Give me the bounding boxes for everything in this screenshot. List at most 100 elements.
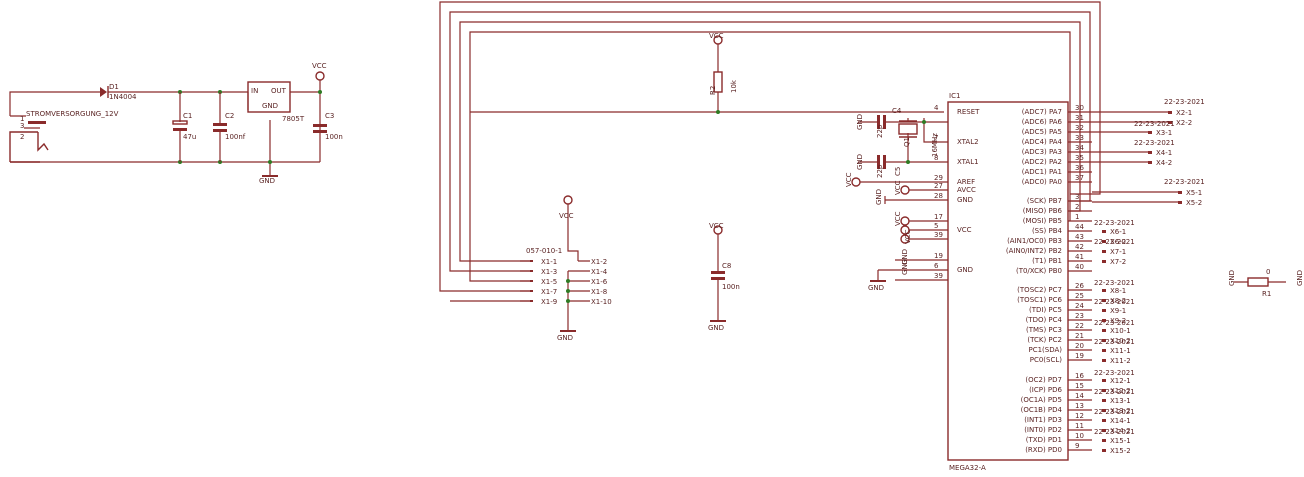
power-label-5: GND xyxy=(875,189,883,205)
connector-pin[interactable] xyxy=(1102,449,1106,452)
connector-group-label-11: 22-23-2021 xyxy=(1094,369,1135,377)
mcu-right-pin-num: 2 xyxy=(1075,203,1079,211)
connector-pin[interactable] xyxy=(1102,429,1106,432)
connector-group-label-3: 22-23-2021 xyxy=(1134,139,1175,147)
power-supply-section: STROMVERSORGUNG_12V 1 3 2 D1 1N4004 C1 4… xyxy=(9,62,343,185)
mcu-left-pin-num: 6 xyxy=(934,262,939,270)
mcu-right-pin-num: 9 xyxy=(1075,442,1079,450)
header-pin-x1-2: X1-2 xyxy=(591,258,607,266)
header-pin-x1-5: X1-5 xyxy=(541,278,557,286)
bus-wires xyxy=(439,1,1101,302)
header-pin-x1-8: X1-8 xyxy=(591,288,607,296)
connector-pin[interactable] xyxy=(1102,299,1106,302)
mcu-right-pin-label: (OC1A) PD5 xyxy=(1021,396,1062,404)
connector-pin[interactable] xyxy=(1148,161,1152,164)
connector-pin-3: 3 xyxy=(20,122,24,130)
connector-pin[interactable] xyxy=(1102,359,1106,362)
mcu-name: IC1 xyxy=(949,92,960,100)
mcu-right-pin-label: (ADC5) PA5 xyxy=(1022,128,1062,136)
connector-label: X15-2 xyxy=(1110,447,1131,455)
mcu-right-pin-label: (ADC1) PA1 xyxy=(1022,168,1062,176)
connector-group-labels: 22-23-2021 22-23-2021 22-23-2021 22-23-2… xyxy=(1094,98,1205,436)
vcc-label-power: VCC xyxy=(312,62,327,70)
connector-pin[interactable] xyxy=(1168,111,1172,114)
connector-label: X15-1 xyxy=(1110,437,1131,445)
c8-name: C8 xyxy=(722,262,731,270)
power-label-2: VCC xyxy=(894,180,902,195)
connector-pin[interactable] xyxy=(1102,289,1106,292)
mcu-left-pin-num: 7 xyxy=(934,134,938,142)
c2-value: 100nf xyxy=(225,133,246,141)
connector-pin[interactable] xyxy=(1102,230,1106,233)
connector-group-label-12: 22-23-2021 xyxy=(1094,388,1135,396)
header-057-010-1[interactable]: 057-010-1 X1-1 X1-3 X1-5 X1-7 X1-9 X1-2 … xyxy=(520,195,612,342)
connector-pin[interactable] xyxy=(1102,240,1106,243)
connector-pin[interactable] xyxy=(1102,329,1106,332)
connector-pin[interactable] xyxy=(1102,399,1106,402)
connector-label: X5-1 xyxy=(1186,189,1202,197)
connector-pin-2: 2 xyxy=(20,133,24,141)
connector-pin[interactable] xyxy=(1102,260,1106,263)
connector-pin[interactable] xyxy=(1148,131,1152,134)
connector-pin[interactable] xyxy=(1148,151,1152,154)
connector-label: X2-2 xyxy=(1176,119,1192,127)
connector-group-label-8: 22-23-2021 xyxy=(1094,298,1135,306)
mcu-right-pin-num: 43 xyxy=(1075,233,1084,241)
connector-label: X11-2 xyxy=(1110,357,1131,365)
mcu-power-connections: VCC VCC VCC VCC GND GND GND GND xyxy=(845,172,948,292)
mcu-right-pin-label: (TOSC2) PC7 xyxy=(1017,286,1062,294)
mcu-left-pin-label: AREF xyxy=(957,178,975,186)
resistor-r2[interactable]: VCC R2 10k xyxy=(470,32,944,114)
connector-label: X10-2 xyxy=(1110,337,1131,345)
connector-label: X12-1 xyxy=(1110,377,1131,385)
header-left-pins: X1-1 X1-3 X1-5 X1-7 X1-9 xyxy=(520,258,557,306)
regulator-7805[interactable]: IN OUT GND 7805T xyxy=(247,81,305,123)
mcu-right-pin-label: (TDO) PC4 xyxy=(1026,316,1063,324)
mcu-right-pin-label: (MISO) PB6 xyxy=(1023,207,1063,215)
connector-pin[interactable] xyxy=(1178,201,1182,204)
connector-pin[interactable] xyxy=(1178,191,1182,194)
connector-pin[interactable] xyxy=(1102,409,1106,412)
capacitor-c1[interactable]: C1 47u xyxy=(172,92,196,162)
connector-pin[interactable] xyxy=(1168,121,1172,124)
connector-group-label-5: 22-23-2021 xyxy=(1094,219,1135,227)
connector-pin[interactable] xyxy=(1102,250,1106,253)
power-connector[interactable]: STROMVERSORGUNG_12V 1 3 2 xyxy=(9,91,119,163)
connector-pin[interactable] xyxy=(1102,349,1106,352)
connector-pin[interactable] xyxy=(1102,419,1106,422)
q1-value: 16MHz xyxy=(931,133,939,157)
mcu-right-pin-label: (TOSC1) PC6 xyxy=(1017,296,1062,304)
c5-name: C5 xyxy=(894,167,902,176)
capacitor-c2[interactable]: C2 100nf xyxy=(213,92,246,162)
capacitor-c3[interactable]: C3 100n xyxy=(313,112,343,141)
connector-pin[interactable] xyxy=(1102,309,1106,312)
mcu-right-pin-num: 21 xyxy=(1075,332,1084,340)
connector-pin[interactable] xyxy=(1102,379,1106,382)
resistor-r1[interactable]: GND GND 0 R1 xyxy=(1228,268,1304,298)
mcu-right-pin-num: 31 xyxy=(1075,114,1084,122)
connector-pin[interactable] xyxy=(1102,389,1106,392)
connector-name: STROMVERSORGUNG_12V xyxy=(26,110,119,118)
mcu-right-pin-num: 30 xyxy=(1075,104,1084,112)
connector-pin[interactable] xyxy=(1102,339,1106,342)
connector-group-label-4: 22-23-2021 xyxy=(1164,178,1205,186)
mcu-right-pin-label: (OC2) PD7 xyxy=(1025,376,1062,384)
gnd-symbol-power: GND xyxy=(259,175,278,185)
output-connectors: X2-1X2-2X3-1X4-1X4-2X5-1X5-2X6-1X6-2X7-1… xyxy=(1092,109,1202,455)
connector-group-label-13: 22-23-2021 xyxy=(1094,408,1135,416)
connector-pin[interactable] xyxy=(1102,319,1106,322)
connector-pin[interactable] xyxy=(1102,439,1106,442)
q1-name: Q1 xyxy=(903,137,911,147)
crystal-section[interactable]: GND GND C4 22p C5 22p Q1 16MHz xyxy=(856,107,948,178)
connector-label: X12-2 xyxy=(1110,387,1131,395)
mcu-right-pin-num: 12 xyxy=(1075,412,1084,420)
gnd-label-header: GND xyxy=(557,334,573,342)
mcu-right-pin-label: (ADC6) PA6 xyxy=(1022,118,1063,126)
connector-label: X14-1 xyxy=(1110,417,1131,425)
mcu-right-pin-label: (TMS) PC3 xyxy=(1026,326,1062,334)
diode-d1[interactable]: D1 1N4004 xyxy=(92,83,180,101)
capacitor-c8[interactable]: VCC C8 100n GND xyxy=(708,222,740,332)
c3-name: C3 xyxy=(325,112,334,120)
